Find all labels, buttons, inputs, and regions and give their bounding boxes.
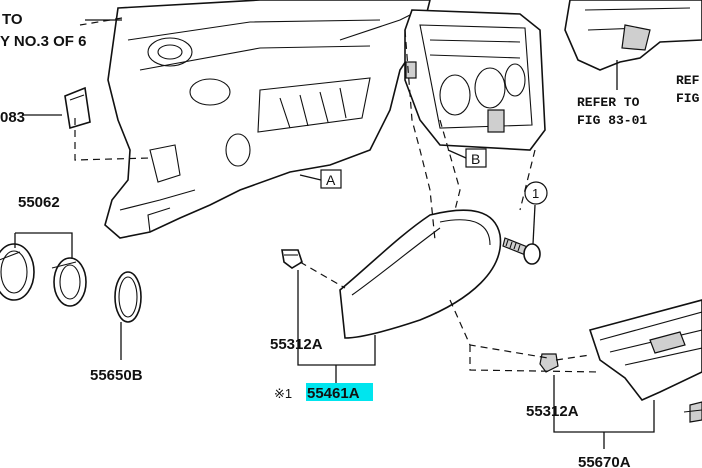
callout-1: 1	[532, 186, 539, 201]
part-label-55650B[interactable]: 55650B	[90, 367, 143, 384]
clip-55312A-right-drawing	[539, 353, 559, 373]
note-mark-55461A: ※1	[274, 386, 292, 401]
refer-fig-line2[interactable]: FIG 83-01	[577, 113, 647, 128]
refer-fig-line1[interactable]: REFER TO	[577, 95, 640, 110]
clip-55312A-center-drawing	[281, 249, 303, 269]
callout-circle-1	[524, 181, 548, 205]
refer-fig-cut-line2[interactable]: FIG	[676, 91, 700, 106]
glove-box-55670A-drawing	[588, 299, 702, 423]
assembly-dashed-lines	[74, 17, 601, 373]
part-label-55670A[interactable]: 55670A	[578, 454, 631, 468]
part-label-55312A-right[interactable]: 55312A	[526, 403, 579, 420]
callout-box-B	[465, 148, 487, 168]
ring-55650B-drawing	[114, 271, 142, 323]
center-cluster-drawing	[404, 9, 546, 151]
glove-box-door-drawing	[339, 209, 502, 339]
top-left-ref-line2: Y NO.3 OF 6	[0, 33, 86, 50]
leader-lines	[14, 19, 655, 449]
highlight-55461A	[306, 383, 373, 401]
callout-A: A	[326, 172, 336, 188]
callout-box-A	[320, 169, 342, 189]
screw-drawing	[502, 204, 541, 265]
rings-55062-drawing	[0, 243, 87, 307]
part-label-55461A[interactable]: 55461A	[307, 385, 360, 402]
trim-083-drawing	[64, 86, 91, 130]
part-label-083[interactable]: 083	[0, 109, 25, 126]
part-label-55312A-center[interactable]: 55312A	[270, 336, 323, 353]
top-left-ref-line1: TO	[2, 11, 23, 28]
part-label-55062[interactable]: 55062	[18, 194, 60, 211]
callout-B: B	[471, 151, 480, 167]
instrument-panel-drawing	[104, 0, 431, 239]
duct-drawing	[564, 0, 702, 90]
refer-fig-cut-line1[interactable]: REF	[676, 73, 700, 88]
